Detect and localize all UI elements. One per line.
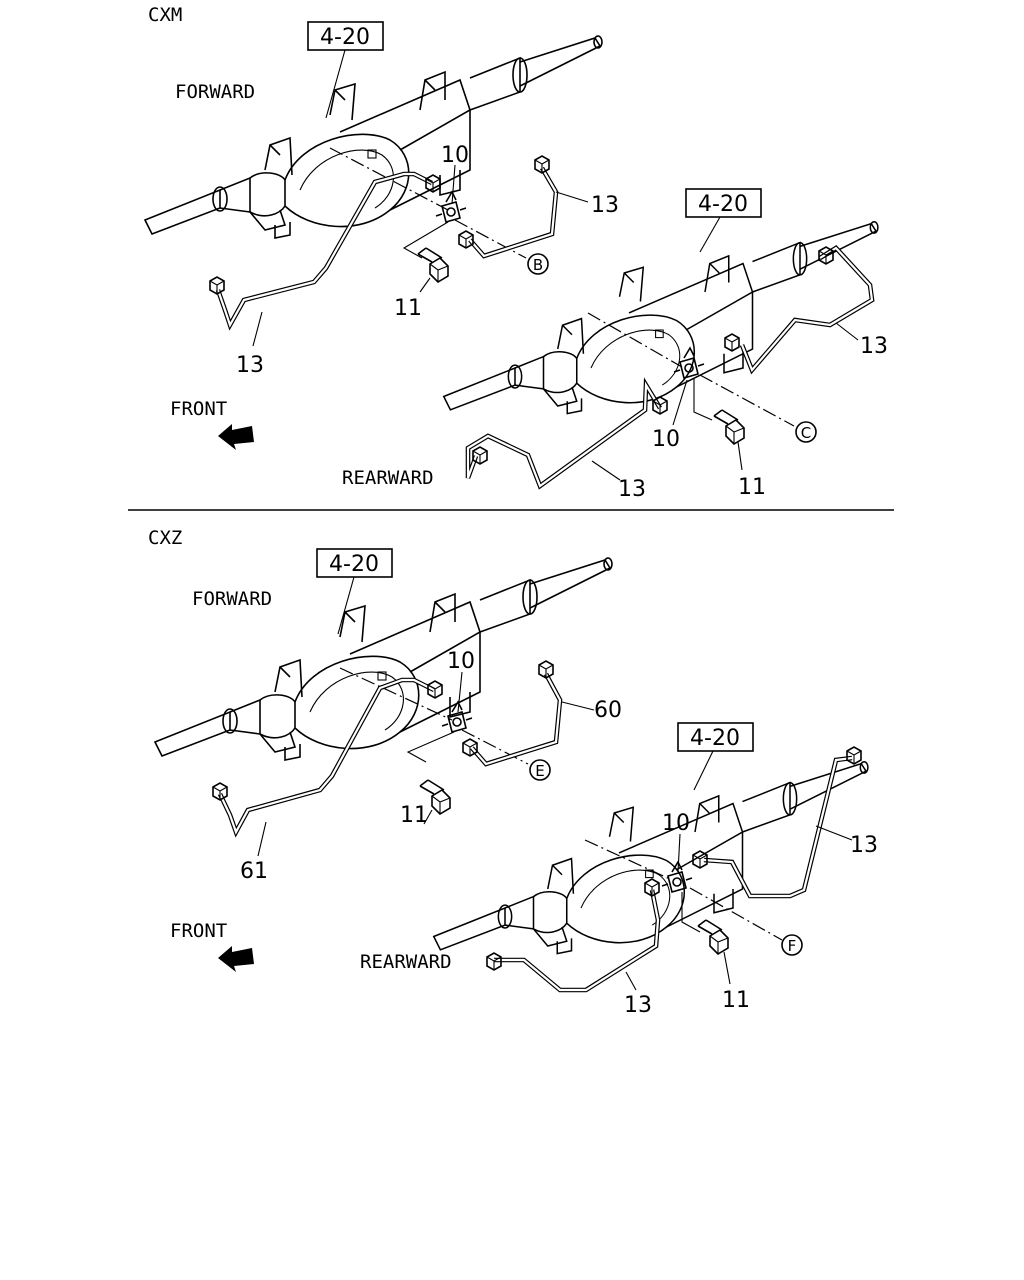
reference-box: 4-20 <box>685 188 762 218</box>
brake-pipe <box>215 171 434 331</box>
front-label: FRONT <box>170 398 227 420</box>
callout-number: 10 <box>662 811 690 836</box>
svg-text:F: F <box>788 937 797 955</box>
rearward-label: REARWARD <box>342 467 434 489</box>
rearward-label: REARWARD <box>360 951 452 973</box>
flare-nut <box>209 276 225 295</box>
circle-marker: E <box>529 759 551 781</box>
flare-nut <box>724 333 740 352</box>
reference-box: 4-20 <box>677 722 754 752</box>
callout-number: 10 <box>652 427 680 452</box>
callout-number: 11 <box>400 803 428 828</box>
callout-number: 13 <box>850 833 878 858</box>
circle-marker: C <box>795 421 817 443</box>
brake-pipe <box>494 889 661 993</box>
callout-number: 13 <box>236 353 264 378</box>
reference-box: 4-20 <box>316 548 393 578</box>
callout-number: 10 <box>441 143 469 168</box>
joint-fitting <box>661 861 693 893</box>
svg-text:4-20: 4-20 <box>698 192 748 217</box>
reference-box: 4-20 <box>307 21 384 51</box>
brake-pipe <box>739 245 875 375</box>
brake-pipe <box>217 677 436 838</box>
flare-nut <box>846 746 862 765</box>
callout-number: 13 <box>591 193 619 218</box>
front-arrow-icon <box>218 946 254 972</box>
callout-number: 13 <box>618 477 646 502</box>
rearward-axle <box>432 760 869 955</box>
section-cxz: CXZ FORWARD FRONT REARWARD 4-20 4-20 <box>148 527 878 1018</box>
callout-number: 11 <box>722 988 750 1013</box>
flare-nut <box>212 782 228 801</box>
callout-number: 13 <box>624 993 652 1018</box>
joint-fitting <box>441 701 473 733</box>
bolt <box>713 409 745 445</box>
rearward-axle <box>442 220 879 415</box>
forward-axle <box>144 35 603 239</box>
forward-label: FORWARD <box>192 588 272 610</box>
flare-nut <box>534 155 550 174</box>
svg-text:C: C <box>801 424 811 442</box>
front-arrow-icon <box>218 424 254 450</box>
circle-marker: B <box>527 253 549 275</box>
svg-text:4-20: 4-20 <box>690 726 740 751</box>
bolt <box>697 919 729 955</box>
brake-pipe <box>468 166 559 259</box>
forward-label: FORWARD <box>175 81 255 103</box>
section-cxm: CXM FORWARD FRONT REARWARD 4-20 4-20 <box>144 4 888 502</box>
svg-text:4-20: 4-20 <box>320 25 370 50</box>
brake-pipe <box>470 672 563 767</box>
flare-nut <box>644 878 660 897</box>
callout-number: 11 <box>394 296 422 321</box>
callout-number: 60 <box>594 698 622 723</box>
svg-text:4-20: 4-20 <box>329 552 379 577</box>
flare-nut <box>472 446 488 465</box>
flare-nut <box>462 738 478 757</box>
model-label: CXM <box>148 4 182 26</box>
callout-number: 10 <box>447 649 475 674</box>
front-label: FRONT <box>170 920 227 942</box>
brake-pipe <box>703 755 853 899</box>
flare-nut <box>538 660 554 679</box>
svg-text:E: E <box>535 762 544 780</box>
callout-number: 61 <box>240 859 268 884</box>
circle-marker: F <box>781 934 803 956</box>
brake-pipe <box>465 377 662 490</box>
bolt <box>417 247 449 283</box>
svg-text:B: B <box>533 256 543 274</box>
flare-nut <box>652 396 668 415</box>
joint-fitting <box>435 191 467 223</box>
model-label: CXZ <box>148 527 182 549</box>
callout-number: 13 <box>860 334 888 359</box>
callout-number: 11 <box>738 475 766 500</box>
